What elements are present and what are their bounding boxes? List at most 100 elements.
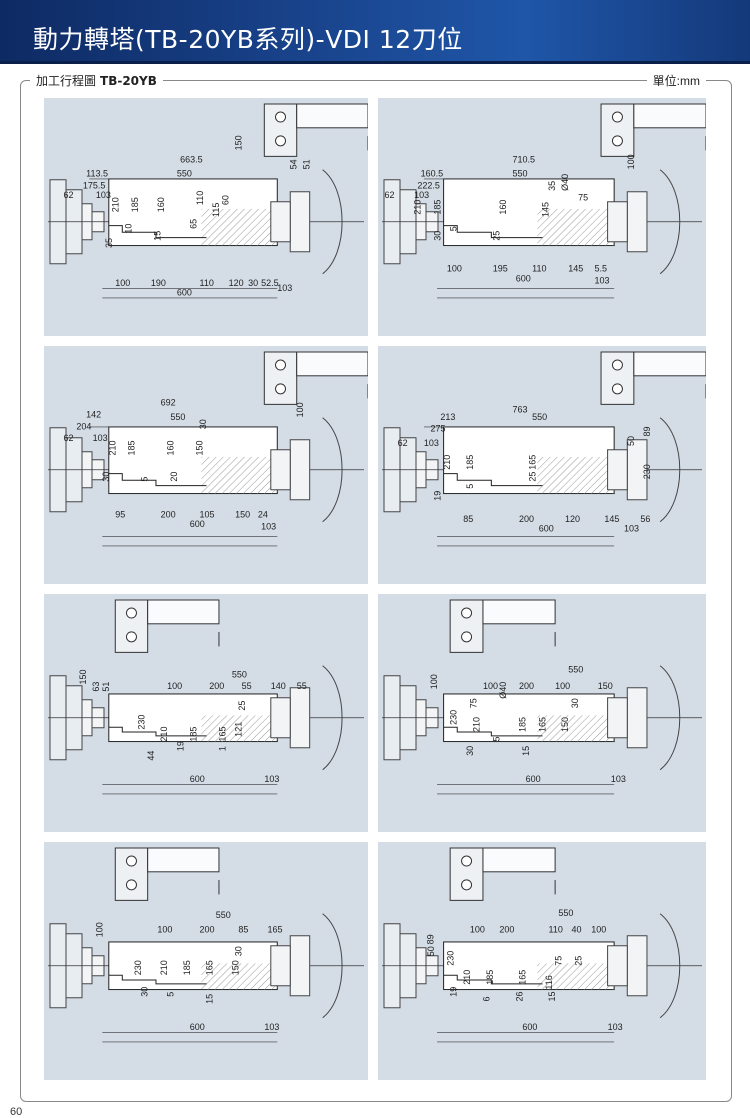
dimension-label: 600 [522,1022,537,1032]
dimension-label: 600 [190,519,205,529]
dimension-label: 51 [302,159,312,169]
dimension-lines [102,784,278,795]
dimension-label: 19 [449,987,459,997]
dimension-label: 85 [463,514,473,524]
dimension-label: 210 [111,197,121,212]
dimension-label: 15 [521,746,531,756]
dimension-label: 103 [414,190,429,200]
dimension-label: 763 [512,405,527,415]
dimension-label: 1 [217,746,227,751]
dimension-label: 120 [565,514,580,524]
dimension-label: 54 [289,159,299,169]
dimension-label: 275 [430,424,445,434]
dimension-label: 185 [127,440,137,455]
dimension-label: 100 [483,681,498,691]
dimension-lines [437,1032,615,1043]
dimension-label: 25 [573,956,583,966]
dimension-label: 230 [642,464,652,479]
stroke-envelope [108,693,278,743]
dimension-label: 160 [166,440,176,455]
dimension-label: 75 [578,192,588,202]
dimension-label: 15 [547,991,557,1001]
dimension-label: 103 [261,521,276,531]
dimension-label: 100 [626,154,636,169]
dimension-label: 35 [547,181,557,191]
dimension-label: 222.5 [417,180,440,190]
turret-tool-holder [114,599,220,653]
dimension-label: 185 [518,717,528,732]
dimension-label: 160 [498,200,508,215]
dimension-label: 5 [465,484,475,489]
dimension-label: 103 [624,524,639,534]
dimension-label: 140 [271,681,286,691]
dimension-label: 692 [161,398,176,408]
dimension-label: 210 [413,200,423,215]
dimension-label: 100 [115,278,130,288]
dimension-label: 550 [568,665,583,675]
tailstock [270,417,343,523]
dimension-label: 35 [104,238,114,248]
dimension-label: 185 [130,197,140,212]
dimension-label: 100 [591,924,606,934]
dimension-label: 550 [177,169,192,179]
dimension-label: 165 [204,960,214,975]
dimension-label: 75 [554,956,564,966]
dimension-label: 100 [555,681,570,691]
dimension-label: 19 [432,491,442,501]
dimension-label: 30 [140,987,150,997]
stroke-envelope [443,178,615,247]
dimension-label: 40 [572,924,582,934]
dimension-label: 110 [532,264,546,274]
dimension-label: 210 [159,960,169,975]
dimension-label: 30 [570,698,580,708]
dimension-label: 26 [514,991,524,1001]
turret-tool-holder [449,599,556,653]
dimension-lines [423,178,615,299]
dimension-label: 600 [539,524,554,534]
dimension-label: 113.5 [86,169,108,179]
dimension-label: 100 [447,264,462,274]
dimension-label: 150 [234,135,244,150]
dimension-label: 44 [146,751,156,761]
dimension-label: 550 [216,910,231,920]
dimension-label: 200 [209,681,224,691]
dimension-label: 5.5 [594,264,607,274]
dimension-label: 142 [86,409,101,419]
stroke-envelope [443,426,615,495]
dimension-label: 100 [429,674,439,689]
dimension-label: 185 [432,200,442,215]
dimension-label: 550 [170,412,185,422]
dimension-label: 160 [156,197,166,212]
dimension-label: 230 [445,951,455,966]
dimension-label: 110 [200,278,214,288]
dimension-label: 230 [449,710,459,725]
dimension-label: 5 [140,477,150,482]
tailstock [607,665,681,771]
dimension-label: 30 [198,419,208,429]
dimension-label: 185 [465,455,475,470]
dimension-label: 195 [493,264,508,274]
dimension-label: 121 [234,722,244,737]
dimension-label: 200 [161,509,176,519]
dimension-label: 52.5 [261,278,279,288]
dimension-lines [423,426,615,547]
dimension-label: 150 [230,960,240,975]
dimension-label: 204 [76,421,91,431]
dimension-label: Ø40 [498,682,508,699]
dimension-lines [102,1032,278,1043]
dimension-label: 210 [159,727,169,742]
turret-tool-holder [263,103,368,157]
dimension-label: 150 [598,681,613,691]
dimension-label: 150 [560,717,570,732]
dimension-label: 600 [177,288,192,298]
dimension-label: 600 [526,774,541,784]
